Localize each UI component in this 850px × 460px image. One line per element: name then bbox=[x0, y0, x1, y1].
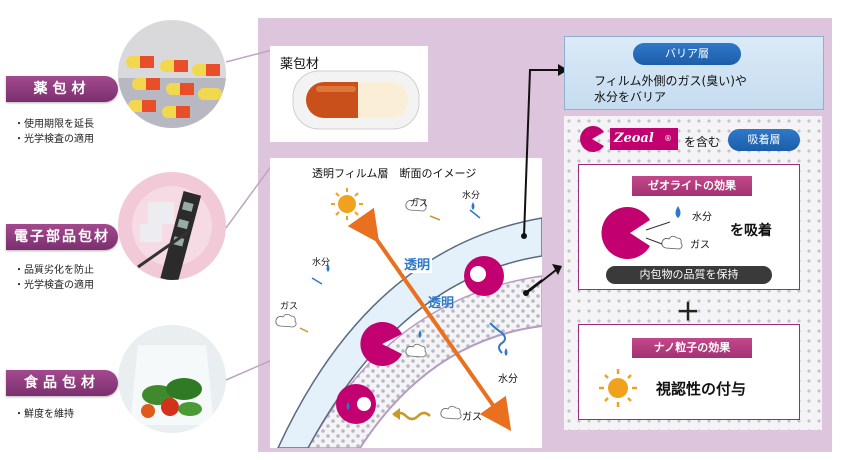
adsorb-label: を吸着 bbox=[730, 223, 772, 239]
barrier-box bbox=[564, 36, 824, 110]
zeoal-brand: Zeoal bbox=[614, 131, 654, 146]
capsule-box-label: 薬包材 bbox=[280, 57, 320, 72]
barrier-line-1: フィルム外側のガス(臭い)や bbox=[594, 74, 747, 88]
food-photo bbox=[118, 325, 226, 433]
barrier-badge: バリア層 bbox=[633, 43, 741, 65]
category-electronics-bullet-2: ・光学検査の適用 bbox=[14, 280, 94, 291]
water-label-inner: 水分 bbox=[498, 374, 518, 385]
electronics-photo bbox=[118, 172, 226, 280]
barrier-line-2: 水分をバリア bbox=[594, 90, 667, 104]
quality-pill: 内包物の品質を保持 bbox=[606, 266, 772, 284]
zeoal-logo-icon bbox=[580, 126, 604, 152]
zeolite-pacman-2 bbox=[360, 322, 402, 366]
category-medicine-bullet-1: ・使用期限を延長 bbox=[14, 119, 94, 130]
zeolite-adsorb-diagram bbox=[601, 206, 683, 259]
zeolite-gas-label: ガス bbox=[690, 240, 710, 251]
visibility-label: 視認性の付与 bbox=[656, 380, 747, 398]
water-label-top: 水分 bbox=[462, 191, 481, 201]
water-label-left: 水分 bbox=[312, 258, 331, 268]
category-medicine-bullet-2: ・光学検査の適用 bbox=[14, 134, 94, 145]
gas-label-left: ガス bbox=[280, 302, 299, 312]
adsorption-contains: を含む bbox=[684, 135, 721, 149]
zeolite-water-label: 水分 bbox=[692, 212, 712, 223]
plus-sign: ＋ bbox=[676, 298, 700, 326]
category-electronics-label: 電子部品包材 bbox=[6, 224, 118, 250]
category-food-label: 食品包材 bbox=[6, 370, 118, 396]
zeolite-pacman-3 bbox=[336, 384, 376, 424]
medicine-photo bbox=[118, 20, 226, 128]
nano-effect-badge: ナノ粒子の効果 bbox=[632, 338, 752, 358]
zeoal-brand-mark: ® bbox=[664, 134, 672, 143]
cross-section-title: 透明フィルム層 断面のイメージ bbox=[312, 167, 477, 180]
gas-label-inner: ガス bbox=[462, 412, 482, 423]
cross-section-diagram bbox=[275, 188, 542, 448]
adsorption-badge: 吸着層 bbox=[728, 129, 800, 151]
zeolite-pacman-1 bbox=[464, 256, 504, 296]
category-electronics-bullet-1: ・品質劣化を防止 bbox=[14, 265, 94, 276]
capsule-icon bbox=[292, 70, 420, 130]
category-food-bullet-1: ・鮮度を維持 bbox=[14, 409, 74, 420]
category-medicine-label: 薬包材 bbox=[6, 76, 118, 102]
zeolite-effect-badge: ゼオライトの効果 bbox=[632, 176, 752, 196]
transparent-label-1: 透明 bbox=[402, 254, 433, 273]
zeoal-brand-box bbox=[610, 128, 678, 150]
transparent-label-2: 透明 bbox=[428, 296, 455, 311]
gas-label-top: ガス bbox=[410, 199, 429, 209]
nano-sun-icon bbox=[599, 369, 637, 407]
